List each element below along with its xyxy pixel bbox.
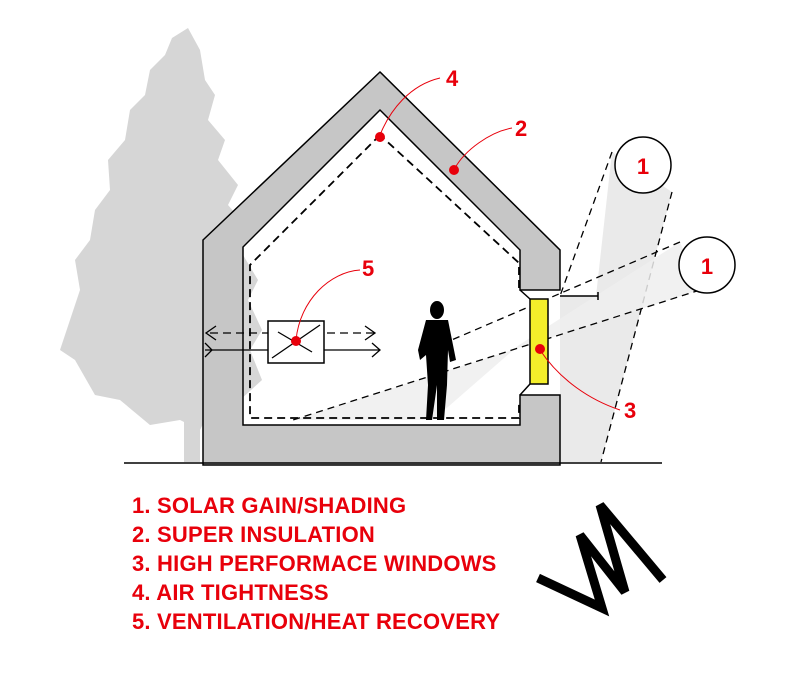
legend-item-solar-gain: 1. SOLAR GAIN/SHADING: [132, 493, 407, 518]
solar-callout-circle-2: [678, 236, 736, 294]
window-dot: [535, 344, 545, 354]
leader-ventilation: [295, 269, 361, 341]
ventilation-dot: [291, 336, 301, 346]
sunlight-beam-lower: [292, 241, 701, 421]
insulation-dot: [449, 165, 459, 175]
leader-super-insulation: [454, 127, 513, 169]
callout-number-windows: 3: [624, 398, 636, 423]
w-monogram-logo: [536, 502, 667, 617]
solar-callout-number-1: 1: [637, 154, 649, 179]
solar-callout-circle-1: [614, 136, 672, 194]
leader-air-tightness: [379, 77, 441, 136]
callout-number-air-tightness: 4: [446, 66, 459, 91]
window-glazing: [529, 298, 549, 385]
leader-windows: [539, 349, 621, 411]
house-wall-section: [202, 70, 561, 466]
person-silhouette-icon: [418, 301, 456, 420]
air-tightness-dot: [375, 132, 385, 142]
callout-number-super-insulation: 2: [515, 116, 527, 141]
legend-item-super-insulation: 2. SUPER INSULATION: [132, 522, 375, 547]
air-tightness-line: [249, 134, 520, 419]
legend-item-ventilation: 5. VENTILATION/HEAT RECOVERY: [132, 609, 501, 634]
solar-callout-number-2: 1: [701, 254, 713, 279]
legend-item-windows: 3. HIGH PERFORMACE WINDOWS: [132, 551, 497, 576]
legend-item-air-tightness: 4. AIR TIGHTNESS: [132, 580, 329, 605]
legend-list: 1. SOLAR GAIN/SHADING 2. SUPER INSULATIO…: [132, 491, 500, 636]
callout-number-ventilation: 5: [362, 256, 374, 281]
